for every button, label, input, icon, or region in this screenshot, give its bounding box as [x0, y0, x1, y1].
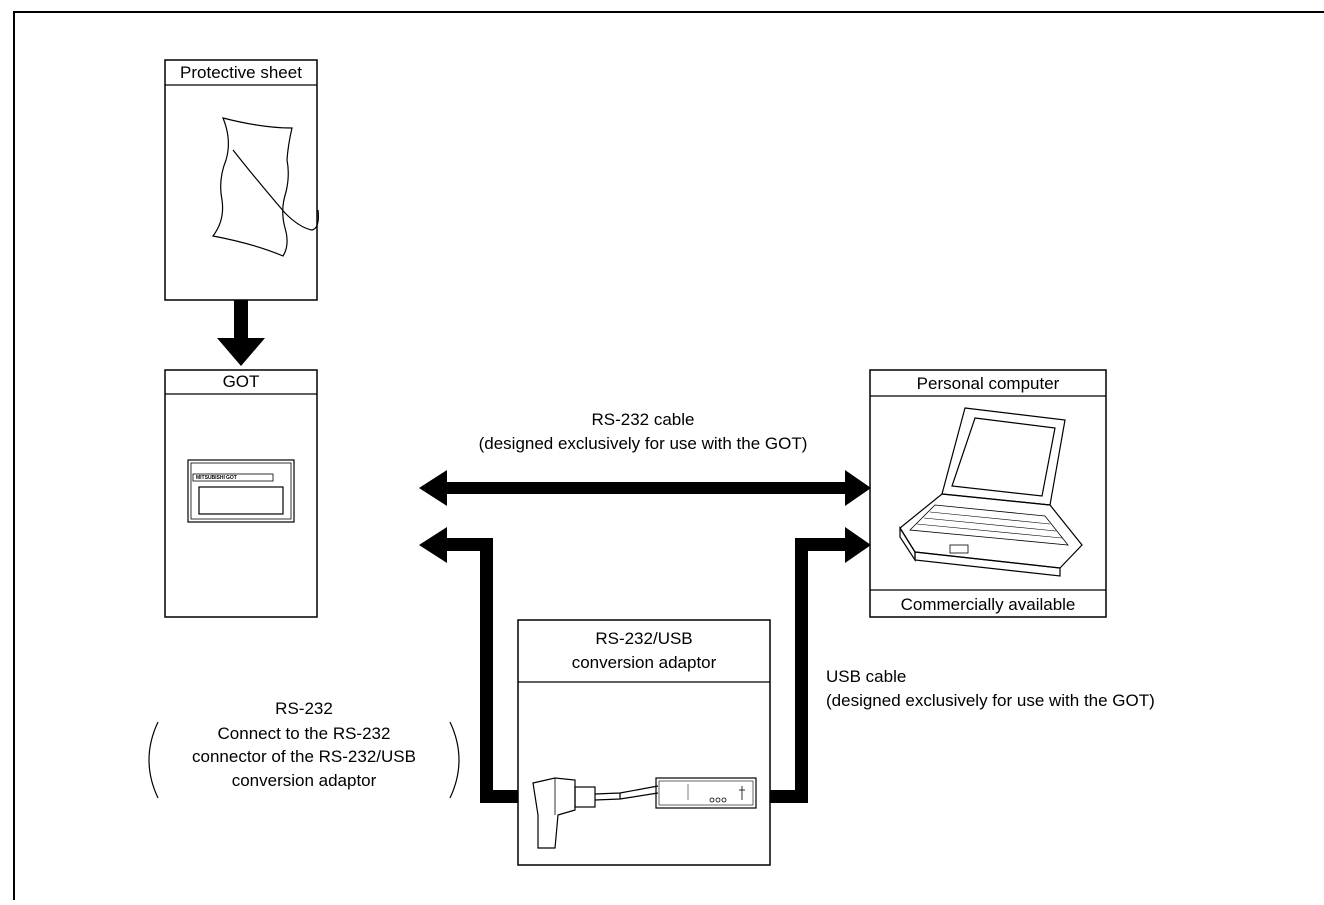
- got-title: GOT: [223, 372, 260, 391]
- right-paren: [449, 721, 460, 799]
- adaptor-pc-path: [770, 527, 871, 803]
- personal-computer-footer: Commercially available: [901, 595, 1076, 614]
- personal-computer-title: Personal computer: [917, 374, 1060, 393]
- protective-sheet-title: Protective sheet: [180, 63, 302, 82]
- rs232-cable-label: RS-232 cable: [591, 410, 694, 429]
- got-box: GOT MITSUBISHI GOT: [164, 369, 318, 618]
- left-paren: [148, 721, 159, 799]
- page-frame: [13, 11, 1324, 900]
- usb-cable-note: (designed exclusively for use with the G…: [826, 691, 1155, 710]
- rs232-note-title: RS-232: [275, 699, 333, 718]
- adaptor-box: RS-232/USB conversion adaptor: [517, 619, 771, 866]
- rs232-note: RS-232 Connect to the RS-232 connector o…: [148, 699, 460, 799]
- got-adaptor-path: [419, 527, 518, 803]
- protective-sheet-box: Protective sheet: [164, 59, 319, 301]
- protective-sheet-icon: [211, 117, 319, 257]
- sheet-to-got-arrow: [217, 300, 265, 366]
- usb-cable-label: USB cable: [826, 667, 906, 686]
- adaptor-title-line1: RS-232/USB: [595, 629, 692, 648]
- rs232-note-line2: connector of the RS-232/USB: [192, 747, 416, 766]
- got-brand-label: MITSUBISHI: [196, 475, 226, 481]
- rs232-note-line3: conversion adaptor: [232, 771, 377, 790]
- personal-computer-box: Personal computer Commercially available: [869, 369, 1107, 618]
- rs232-cable-note: (designed exclusively for use with the G…: [479, 434, 808, 453]
- adaptor-device-icon: [532, 777, 757, 849]
- laptop-icon: [899, 407, 1083, 577]
- got-panel-icon: MITSUBISHI GOT: [187, 459, 295, 523]
- rs232-cable-arrow: [419, 470, 871, 506]
- rs232-note-line1: Connect to the RS-232: [218, 724, 391, 743]
- adaptor-title-line2: conversion adaptor: [572, 653, 717, 672]
- got-model-label: GOT: [226, 475, 237, 481]
